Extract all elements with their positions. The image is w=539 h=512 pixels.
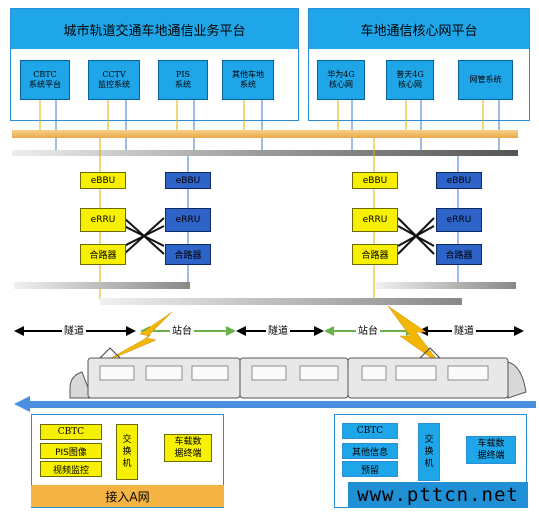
business-platform-title: 城市轨道交通车地通信业务平台 [11, 9, 298, 49]
ebbu-a-right: eBBU [352, 172, 398, 189]
cross-connections-right [397, 217, 435, 255]
watermark: www.pttcn.net [348, 482, 528, 508]
segment-label-tunnel-3: 隧道 [452, 322, 476, 337]
lightning-right-icon [387, 305, 441, 365]
onboard-b-switch: 交 换 机 [418, 423, 440, 481]
segment-label-platform-2: 站台 [356, 322, 380, 337]
onboard-a-footer-label: 接入A网 [105, 489, 150, 504]
onboard-a-switch: 交 换 机 [116, 424, 138, 480]
direction-bar [26, 401, 536, 408]
system-box-huawei: 华为4G 核心网 [317, 60, 365, 100]
combiner-a-right: 合路器 [352, 244, 398, 265]
system-downlinks [55, 100, 500, 152]
watermark-text: www.pttcn.net [357, 484, 519, 506]
ground-network-b-bar [12, 150, 518, 156]
segment-label-platform-1: 站台 [170, 322, 194, 337]
system-box-pis: PIS 系统 [158, 60, 208, 100]
system-uplinks [39, 100, 484, 133]
erru-b-left: eRRU [165, 208, 211, 232]
onboard-a-item-cctv: 视频监控 [40, 461, 102, 477]
onboard-a-item-pis: PIS图像 [40, 443, 102, 459]
ground-network-a-bar [12, 130, 518, 138]
pantograph-icon [99, 347, 441, 359]
segment-label-tunnel-2: 隧道 [266, 322, 290, 337]
core-network-title: 车地通信核心网平台 [309, 9, 529, 49]
erru-a-left: eRRU [80, 208, 126, 232]
system-box-putian: 普天4G 核心网 [386, 60, 434, 100]
onboard-a-footer: 接入A网 [31, 485, 224, 507]
system-box-nms: 网管系统 [458, 60, 513, 100]
onboard-b-item-other: 其他信息 [342, 443, 398, 459]
direction-arrow-icon [14, 396, 30, 412]
onboard-a-item-cbtc: CBTC [40, 424, 102, 440]
ebbu-b-left: eBBU [165, 172, 211, 189]
leaky-cable-bar-2 [100, 298, 462, 305]
onboard-b-item-reserved: 预留 [342, 461, 398, 477]
system-box-other: 其他车地 系统 [222, 60, 274, 100]
combiner-b-right: 合路器 [436, 244, 482, 265]
train-windows [99, 365, 489, 381]
combiner-b-left: 合路器 [165, 244, 211, 265]
segment-label-tunnel-1: 隧道 [62, 322, 86, 337]
onboard-b-item-cbtc: CBTC [342, 423, 398, 439]
system-box-cbtc: CBTC 系统平台 [20, 60, 70, 100]
onboard-b-terminal: 车载数 据终端 [466, 436, 516, 464]
erru-b-right: eRRU [436, 208, 482, 232]
leaky-cable-bar-3 [376, 282, 516, 289]
lightning-left-icon [103, 311, 173, 363]
onboard-a-terminal: 车载数 据终端 [164, 434, 212, 462]
cross-connections-left [123, 217, 165, 255]
system-box-cctv: CCTV 监控系统 [88, 60, 140, 100]
ebbu-b-right: eBBU [436, 172, 482, 189]
leaky-cable-bar-1 [14, 282, 190, 289]
combiner-a-left: 合路器 [80, 244, 126, 265]
erru-a-right: eRRU [352, 208, 398, 232]
ebbu-a-left: eBBU [80, 172, 126, 189]
